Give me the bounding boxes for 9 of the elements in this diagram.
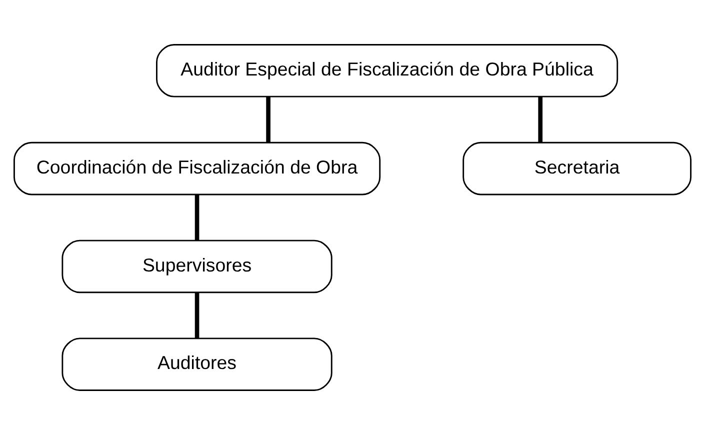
connector xyxy=(194,292,200,338)
node-box: Secretaria xyxy=(462,142,692,196)
node-box: Auditores xyxy=(62,338,332,391)
node-box: Coordinación de Fiscalización de Obra xyxy=(14,142,381,196)
node-box: Auditor Especial de Fiscalización de Obra Pública xyxy=(156,44,618,98)
connector xyxy=(266,96,270,142)
connector xyxy=(194,194,200,240)
connector xyxy=(538,96,543,142)
node-box: Supervisores xyxy=(62,240,332,294)
